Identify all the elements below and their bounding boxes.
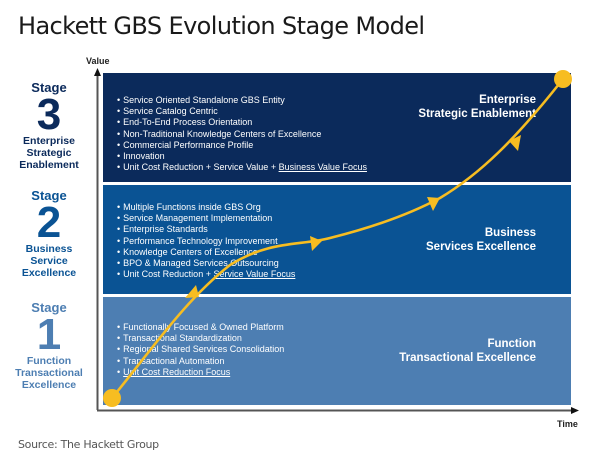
bullet-item: Functionally Focused & Owned Platform bbox=[117, 322, 284, 333]
bullet-item: Unit Cost Reduction Focus bbox=[117, 367, 284, 378]
stage-3-band-title: Enterprise Strategic Enablement bbox=[418, 93, 536, 121]
evolution-curve bbox=[103, 70, 572, 407]
page-title: Hackett GBS Evolution Stage Model bbox=[18, 12, 425, 40]
band-title-line: Strategic Enablement bbox=[418, 108, 536, 120]
stage-1-band-title: Function Transactional Excellence bbox=[399, 337, 536, 365]
source-caption: Source: The Hackett Group bbox=[18, 438, 159, 451]
stage-1-bullets: Functionally Focused & Owned Platform Tr… bbox=[117, 322, 284, 378]
curve-arrow-icon bbox=[509, 135, 521, 151]
bullet-item: Regional Shared Services Consolidation bbox=[117, 344, 284, 355]
stage-word: Stage bbox=[31, 300, 67, 315]
stage-3-band: Service Oriented Standalone GBS Entity S… bbox=[103, 73, 571, 182]
stage-name-line: Enablement bbox=[19, 159, 79, 171]
band-title-line: Function bbox=[487, 338, 536, 350]
bullet-text: Unit Cost Reduction + bbox=[123, 269, 214, 280]
bullet-underlined-text: Unit Cost Reduction Focus bbox=[123, 366, 231, 377]
bullet-item: Multiple Functions inside GBS Org bbox=[117, 202, 295, 213]
bullet-item: Transactional Standardization bbox=[117, 333, 284, 344]
bullet-item: Innovation bbox=[117, 151, 367, 162]
bullet-item: Unit Cost Reduction + Service Value + Bu… bbox=[117, 162, 367, 173]
stage-name-line: Excellence bbox=[21, 267, 77, 279]
curve-end-dot bbox=[554, 70, 572, 88]
bullet-item: Service Management Implementation bbox=[117, 213, 295, 224]
stage-name-line: Business bbox=[25, 243, 73, 255]
bullet-item: Non-Traditional Knowledge Centers of Exc… bbox=[117, 129, 367, 140]
bullet-underlined-text: Service Value Focus bbox=[213, 269, 296, 280]
stage-2-label: Stage 2 Business Service Excellence bbox=[0, 188, 98, 279]
bullet-item: End-To-End Process Orientation bbox=[117, 117, 367, 128]
stage-1-band: Functionally Focused & Owned Platform Tr… bbox=[103, 297, 571, 405]
bullet-item: Transactional Automation bbox=[117, 356, 284, 367]
stage-2-band-title: Business Services Excellence bbox=[426, 226, 536, 254]
band-title-line: Enterprise bbox=[479, 94, 536, 106]
stage-word: Stage bbox=[31, 80, 67, 95]
stage-name-line: Strategic bbox=[26, 147, 72, 159]
bullet-item: Knowledge Centers of Excellence bbox=[117, 247, 295, 258]
curve-start-dot bbox=[103, 389, 121, 407]
curve-arrow-icon bbox=[427, 197, 440, 211]
bullet-item: Commercial Performance Profile bbox=[117, 140, 367, 151]
stage-name-line: Function bbox=[26, 355, 72, 367]
stage-2-bullets: Multiple Functions inside GBS Org Servic… bbox=[117, 202, 295, 280]
band-title-line: Services Excellence bbox=[426, 241, 536, 253]
stage-name-line: Service bbox=[30, 255, 68, 267]
x-axis-label: Time bbox=[557, 419, 578, 429]
bullet-item: Service Oriented Standalone GBS Entity bbox=[117, 95, 367, 106]
stage-2-band: Multiple Functions inside GBS Org Servic… bbox=[103, 185, 571, 294]
bullet-item: BPO & Managed Services Outsourcing bbox=[117, 258, 295, 269]
band-title-line: Transactional Excellence bbox=[399, 352, 536, 364]
stage-number: 1 bbox=[36, 310, 62, 359]
bullet-item: Service Catalog Centric bbox=[117, 106, 367, 117]
stage-3-bullets: Service Oriented Standalone GBS Entity S… bbox=[117, 95, 367, 173]
arrow-up-icon bbox=[94, 68, 101, 76]
stage-word: Stage bbox=[31, 188, 67, 203]
stage-1-label: Stage 1 Function Transactional Excellenc… bbox=[0, 300, 98, 391]
x-axis bbox=[97, 407, 579, 414]
bullet-text: Unit Cost Reduction + Service Value + bbox=[123, 162, 279, 173]
bullet-underlined-text: Business Value Focus bbox=[278, 162, 367, 173]
stage-number: 3 bbox=[36, 90, 62, 139]
bullet-item: Enterprise Standards bbox=[117, 224, 295, 235]
y-axis bbox=[94, 68, 101, 410]
curve-arrow-icon bbox=[185, 285, 199, 298]
curve-arrow-icon bbox=[310, 236, 322, 251]
bullet-item: Unit Cost Reduction + Service Value Focu… bbox=[117, 269, 295, 280]
stage-name-line: Excellence bbox=[21, 379, 77, 391]
bullet-item: Performance Technology Improvement bbox=[117, 236, 295, 247]
band-title-line: Business bbox=[484, 227, 536, 239]
y-axis-label: Value bbox=[86, 56, 110, 66]
stage-number: 2 bbox=[36, 198, 62, 247]
arrow-right-icon bbox=[571, 407, 579, 414]
stage-name-line: Transactional bbox=[15, 367, 83, 379]
stage-name-line: Enterprise bbox=[23, 135, 75, 147]
stage-3-label: Stage 3 Enterprise Strategic Enablement bbox=[0, 80, 98, 171]
